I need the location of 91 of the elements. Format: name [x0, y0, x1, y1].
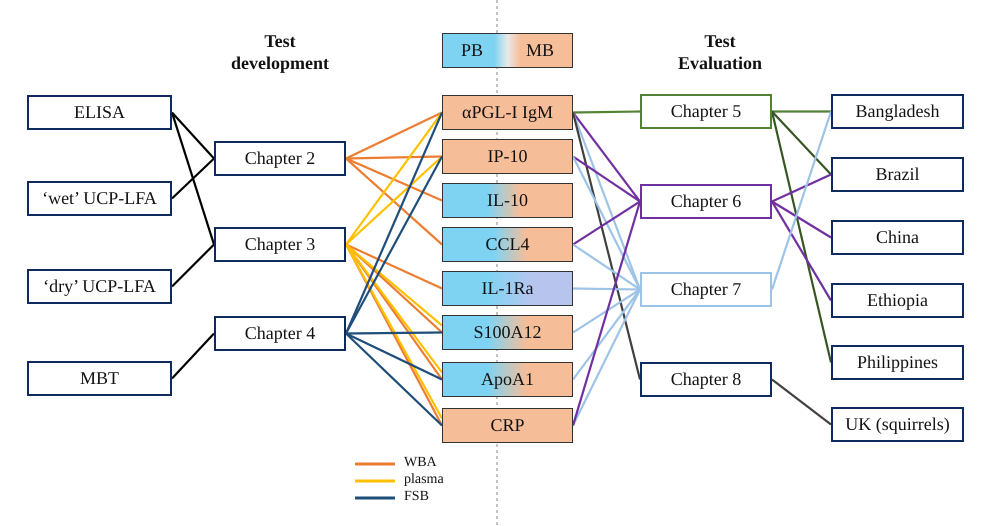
connector-line [346, 331, 442, 335]
connector-line [771, 200, 832, 238]
biomarker-box [442, 139, 573, 174]
method-box [27, 361, 172, 396]
column-heading: Test Evaluation [676, 30, 764, 74]
connector-line [171, 158, 215, 200]
node-label: ELISA [74, 102, 125, 123]
node-label: Brazil [876, 164, 920, 185]
chapter-box [640, 94, 772, 129]
node-label: CRP [490, 415, 525, 436]
biomarker-box [442, 362, 573, 397]
connector-line [346, 112, 442, 160]
connector-line [572, 287, 640, 291]
country-box [831, 407, 964, 442]
connector-line [170, 112, 216, 245]
node-label: Chapter 7 [670, 279, 742, 300]
connector-line [345, 156, 443, 334]
node-label: IP-10 [488, 146, 528, 167]
country-box [831, 345, 964, 380]
biomarker-box [442, 271, 573, 306]
node-label: CCL4 [485, 234, 530, 255]
node-label: MBT [80, 368, 119, 389]
biomarker-box [442, 95, 573, 130]
node-label: ‘dry’ UCP-LFA [43, 276, 156, 297]
connector-line [345, 112, 443, 246]
node-label: MB [526, 40, 554, 61]
node-label: Chapter 2 [244, 148, 316, 169]
connector-line [772, 174, 832, 202]
connector-line [772, 110, 831, 113]
biomarker-box [442, 183, 573, 218]
node-label: αPGL-I IgM [462, 102, 553, 123]
connector-line [771, 200, 832, 302]
country-box [831, 283, 964, 318]
method-box [27, 181, 172, 216]
chapter-box [214, 141, 346, 176]
node-label: Ethiopia [867, 290, 928, 311]
country-box [831, 94, 964, 129]
biomarker-box [442, 315, 573, 350]
chapter-box [640, 184, 772, 219]
node-label: PB [461, 40, 484, 61]
legend-label: FSB [404, 489, 429, 505]
column-heading: Test development [230, 30, 330, 74]
connector-line [770, 111, 832, 290]
node-label: Bangladesh [856, 101, 940, 122]
gradient-key-box [442, 33, 573, 68]
chapter-box [640, 362, 772, 397]
connector-line [572, 112, 642, 380]
connector-line [572, 244, 641, 290]
node-label: S100A12 [473, 322, 542, 343]
biomarker-box [442, 227, 573, 262]
biomarker-box [442, 408, 573, 443]
node-label: Chapter 3 [244, 234, 316, 255]
connector-line [572, 156, 641, 290]
node-label: ‘wet’ UCP-LFA [42, 188, 157, 209]
connector-line [346, 244, 442, 290]
connector-line [171, 244, 215, 288]
method-box [27, 269, 172, 304]
node-label: Chapter 5 [670, 101, 742, 122]
connector-line [346, 158, 442, 202]
node-label: UK (squirrels) [845, 414, 950, 435]
node-label: Philippines [856, 352, 938, 373]
connector-line [572, 289, 641, 426]
node-label: ApoA1 [481, 369, 534, 390]
chapter-box [214, 316, 346, 351]
node-label: IL-10 [487, 190, 528, 211]
method-box [27, 95, 172, 130]
country-box [831, 220, 964, 255]
node-label: IL-1Ra [482, 278, 534, 299]
node-label: Chapter 4 [244, 323, 316, 344]
legend-label: plasma [404, 472, 444, 488]
connector-line [771, 110, 832, 176]
connector-line [572, 156, 641, 202]
connector-line [346, 155, 442, 160]
connector-line [771, 378, 832, 426]
connector-line [572, 112, 641, 202]
chapter-box [214, 227, 346, 262]
legend-label: WBA [404, 455, 437, 471]
connector-line [770, 111, 832, 363]
connector-line [572, 110, 640, 114]
connector-line [346, 332, 442, 380]
connector-line [572, 201, 642, 426]
node-label: China [876, 227, 919, 248]
connector-line [345, 332, 443, 426]
connector-line [171, 112, 215, 160]
country-box [831, 157, 964, 192]
connector-line [572, 200, 641, 246]
node-label: Chapter 6 [670, 191, 742, 212]
connector-line [572, 288, 641, 334]
node-label: Chapter 8 [670, 369, 742, 390]
chapter-box [640, 272, 772, 307]
connector-line [171, 332, 215, 380]
